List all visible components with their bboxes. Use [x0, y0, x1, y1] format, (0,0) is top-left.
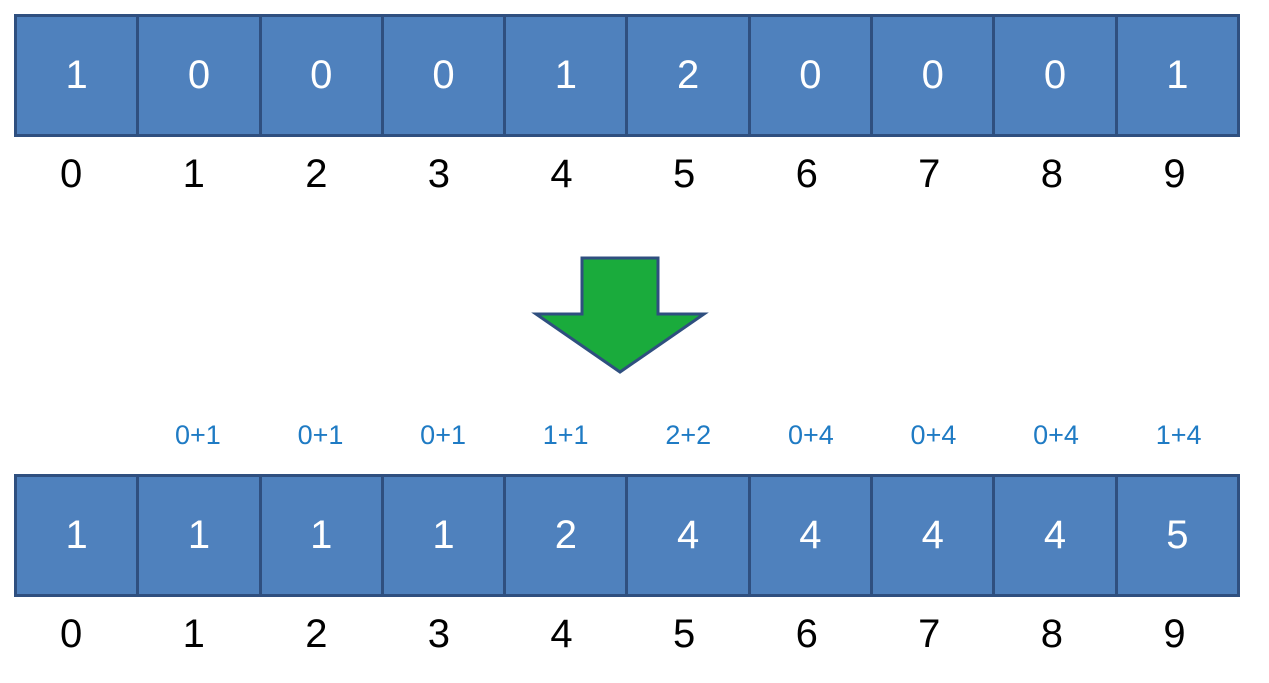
- input-index: 3: [427, 152, 451, 196]
- input-index: 7: [918, 152, 941, 196]
- input-array: 1 0 0 0 1 2 0 0 0 1: [14, 14, 1240, 137]
- output-cell: 5: [1117, 477, 1237, 594]
- operation-label: 0+1: [297, 420, 344, 450]
- output-index: 7: [918, 612, 941, 656]
- operation-label: 0+1: [174, 420, 221, 450]
- input-index: 1: [182, 152, 205, 196]
- input-cell: 0: [383, 17, 507, 134]
- output-cell: 4: [873, 477, 996, 594]
- output-index: 8: [1040, 612, 1063, 656]
- input-cell: 1: [506, 17, 629, 134]
- output-array: 1 1 1 1 2 4 4 4 4 5: [14, 474, 1240, 597]
- operation-label: 0+4: [1033, 420, 1079, 450]
- input-cell: 1: [1117, 17, 1237, 134]
- output-cell: 1: [17, 477, 140, 594]
- operation-label: 0+4: [910, 420, 957, 450]
- down-arrow-icon: [531, 256, 709, 374]
- output-index: 3: [427, 612, 451, 656]
- output-index: 6: [795, 612, 818, 656]
- output-cell: 1: [261, 477, 384, 594]
- output-cell: 4: [628, 477, 751, 594]
- input-cell: 1: [17, 17, 140, 134]
- output-cell: 2: [506, 477, 629, 594]
- output-cell: 4: [750, 477, 874, 594]
- operation-label: 0+4: [787, 420, 834, 450]
- output-index: 9: [1163, 612, 1186, 656]
- output-index: 2: [305, 612, 328, 656]
- input-cell: 2: [628, 17, 751, 134]
- operation-label: 0+1: [420, 420, 466, 450]
- output-index: 4: [550, 612, 573, 656]
- output-cell: 1: [383, 477, 507, 594]
- operation-label: [14, 420, 137, 451]
- input-index: 6: [795, 152, 818, 196]
- input-index: 2: [305, 152, 328, 196]
- operation-label: 2+2: [665, 420, 712, 450]
- input-cell: 0: [139, 17, 262, 134]
- input-cell: 0: [995, 17, 1118, 134]
- output-cell: 4: [995, 477, 1118, 594]
- operation-label: 1+1: [542, 420, 589, 450]
- output-index: 5: [672, 612, 696, 656]
- input-index: 0: [60, 152, 83, 196]
- input-index: 4: [550, 152, 573, 196]
- input-index: 9: [1163, 152, 1186, 196]
- input-cell: 0: [873, 17, 996, 134]
- output-index-row: 0 1 2 3 4 5 6 7 8 9: [14, 612, 1240, 657]
- output-index: 0: [60, 612, 83, 656]
- operation-label: 1+4: [1155, 420, 1202, 450]
- operations-row: 0+1 0+1 0+1 1+1 2+2 0+4 0+4 0+4 1+4: [14, 420, 1240, 451]
- input-index: 8: [1040, 152, 1063, 196]
- input-cell: 0: [750, 17, 874, 134]
- input-index: 5: [672, 152, 696, 196]
- output-index: 1: [182, 612, 205, 656]
- input-cell: 0: [261, 17, 384, 134]
- output-cell: 1: [139, 477, 262, 594]
- input-index-row: 0 1 2 3 4 5 6 7 8 9: [14, 152, 1240, 197]
